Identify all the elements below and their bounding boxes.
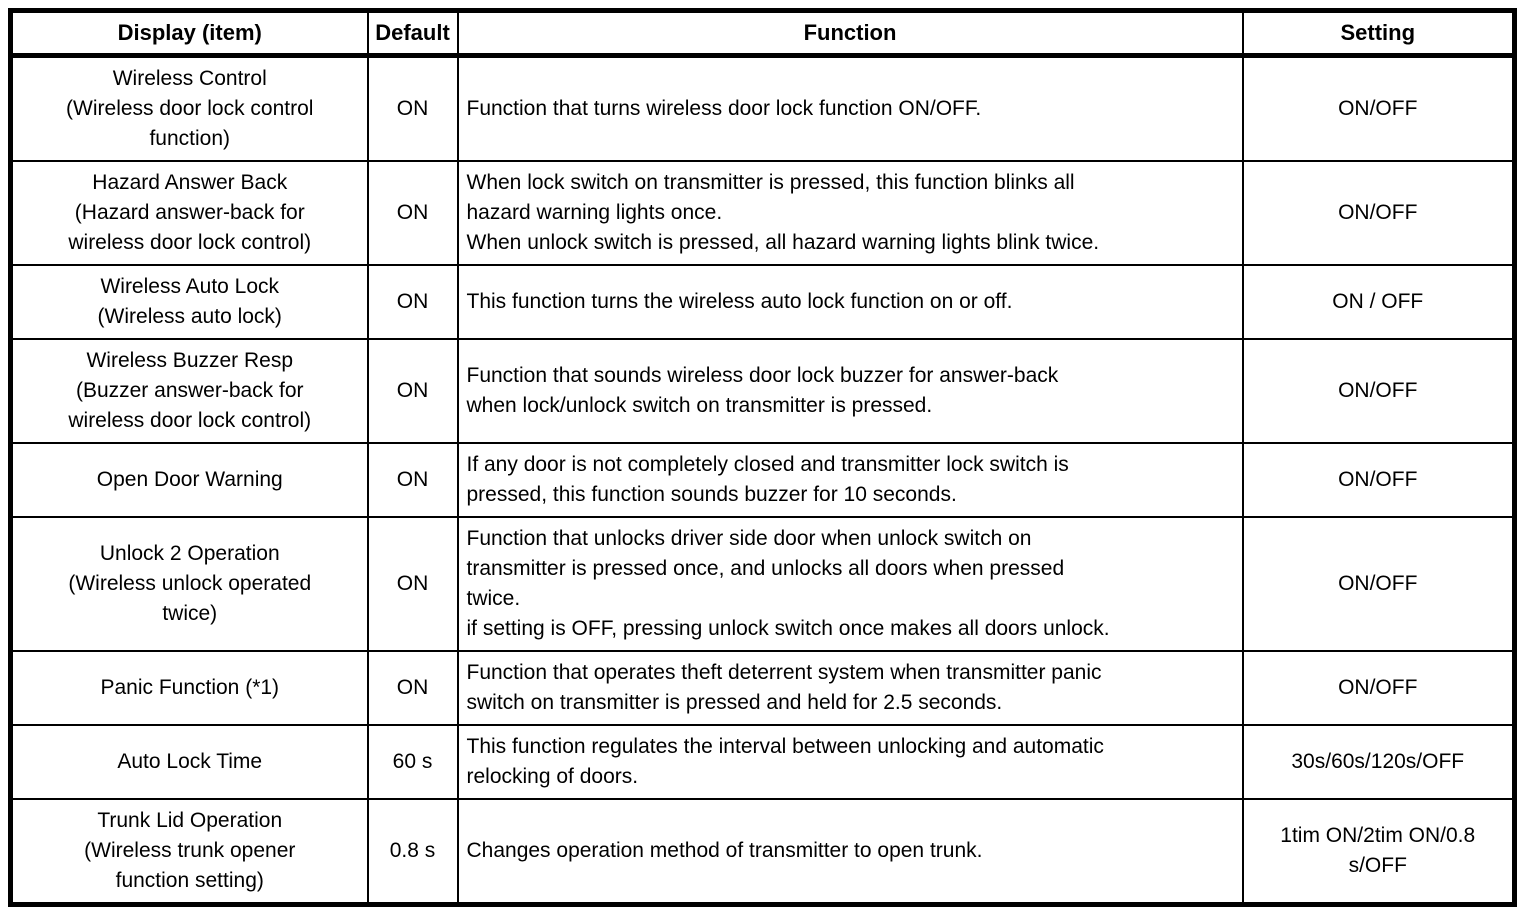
cell-default: 60 s [366,724,459,800]
manual-page: Display (item) Default Function Setting … [8,8,1517,907]
table-row: Wireless Auto Lock (Wireless auto lock)O… [9,264,1516,340]
cell-default: 0.8 s [366,798,459,906]
table-row: Hazard Answer Back (Hazard answer-back f… [9,160,1516,266]
table-body: Wireless Control (Wireless door lock con… [9,54,1516,906]
cell-default: ON [366,264,459,340]
cell-default: ON [366,516,459,652]
header-function: Function [456,9,1244,58]
table-row: Wireless Control (Wireless door lock con… [9,54,1516,162]
cell-display-item: Unlock 2 Operation (Wireless unlock oper… [9,516,369,652]
cell-setting: ON/OFF [1241,160,1516,266]
table-row: Wireless Buzzer Resp (Buzzer answer-back… [9,338,1516,444]
cell-setting: ON/OFF [1241,54,1516,162]
cell-display-item: Trunk Lid Operation (Wireless trunk open… [9,798,369,906]
cell-function: Function that turns wireless door lock f… [456,54,1244,162]
cell-setting: 30s/60s/120s/OFF [1241,724,1516,800]
header-setting: Setting [1241,9,1516,58]
header-display-item: Display (item) [9,9,369,58]
cell-setting: ON / OFF [1241,264,1516,340]
cell-display-item: Open Door Warning [9,442,369,518]
cell-function: Changes operation method of transmitter … [456,798,1244,906]
cell-function: When lock switch on transmitter is press… [456,160,1244,266]
cell-setting: ON/OFF [1241,650,1516,726]
cell-display-item: Wireless Auto Lock (Wireless auto lock) [9,264,369,340]
cell-default: ON [366,338,459,444]
wireless-settings-table: Display (item) Default Function Setting … [8,8,1517,907]
cell-display-item: Auto Lock Time [9,724,369,800]
cell-display-item: Hazard Answer Back (Hazard answer-back f… [9,160,369,266]
header-default: Default [366,9,459,58]
table-header: Display (item) Default Function Setting [9,9,1516,58]
cell-setting: ON/OFF [1241,338,1516,444]
cell-function: Function that unlocks driver side door w… [456,516,1244,652]
cell-display-item: Wireless Control (Wireless door lock con… [9,54,369,162]
cell-default: ON [366,650,459,726]
header-row: Display (item) Default Function Setting [9,9,1516,58]
cell-function: Function that sounds wireless door lock … [456,338,1244,444]
table-row: Trunk Lid Operation (Wireless trunk open… [9,798,1516,906]
cell-setting: 1tim ON/2tim ON/0.8 s/OFF [1241,798,1516,906]
cell-default: ON [366,160,459,266]
cell-function: Function that operates theft deterrent s… [456,650,1244,726]
cell-function: This function regulates the interval bet… [456,724,1244,800]
cell-default: ON [366,54,459,162]
cell-setting: ON/OFF [1241,442,1516,518]
cell-setting: ON/OFF [1241,516,1516,652]
cell-display-item: Wireless Buzzer Resp (Buzzer answer-back… [9,338,369,444]
table-row: Unlock 2 Operation (Wireless unlock oper… [9,516,1516,652]
cell-display-item: Panic Function (*1) [9,650,369,726]
cell-function: This function turns the wireless auto lo… [456,264,1244,340]
cell-function: If any door is not completely closed and… [456,442,1244,518]
cell-default: ON [366,442,459,518]
